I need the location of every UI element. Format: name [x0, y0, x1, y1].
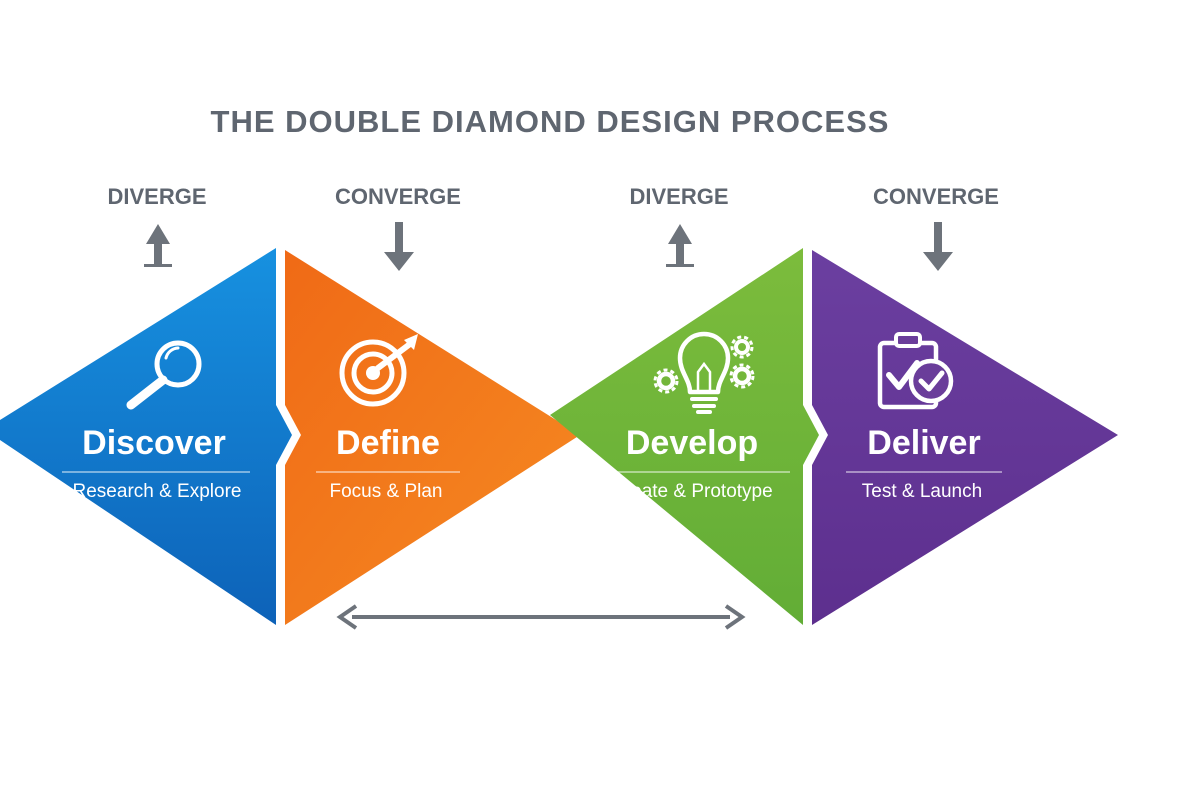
target-icon: [339, 334, 418, 407]
phase-subtitle-deliver: Test & Launch: [861, 481, 983, 502]
lightbulb-gears-icon: [653, 331, 755, 414]
converge-arrow-down-icon: [923, 222, 953, 271]
phase-subtitle-define: Focus & Plan: [329, 481, 443, 502]
phase-title-deliver: Deliver: [867, 424, 981, 462]
page-title: THE DOUBLE DIAMOND DESIGN PROCESS: [210, 104, 890, 139]
direction-label-converge: CONVERGE: [873, 184, 999, 209]
phase-subtitle-develop: Ideate & Prototype: [615, 481, 773, 502]
direction-label-diverge: DIVERGE: [629, 184, 729, 209]
phase-title-define: Define: [336, 424, 440, 462]
phase-title-develop: Develop: [625, 424, 759, 462]
phase-subtitle-discover: Research & Explore: [72, 481, 242, 502]
checklist-icon: [877, 332, 954, 410]
direction-label-converge: CONVERGE: [335, 184, 461, 209]
iteration-arrow-icon: [336, 604, 746, 630]
discover-segment: [0, 248, 292, 625]
converge-arrow-down-icon: [384, 222, 414, 271]
diverge-arrow-up-icon: [144, 224, 172, 267]
magnifier-icon: [126, 340, 202, 410]
direction-label-diverge: DIVERGE: [107, 184, 207, 209]
diverge-arrow-up-icon: [666, 224, 694, 267]
phase-title-discover: Discover: [82, 424, 226, 462]
